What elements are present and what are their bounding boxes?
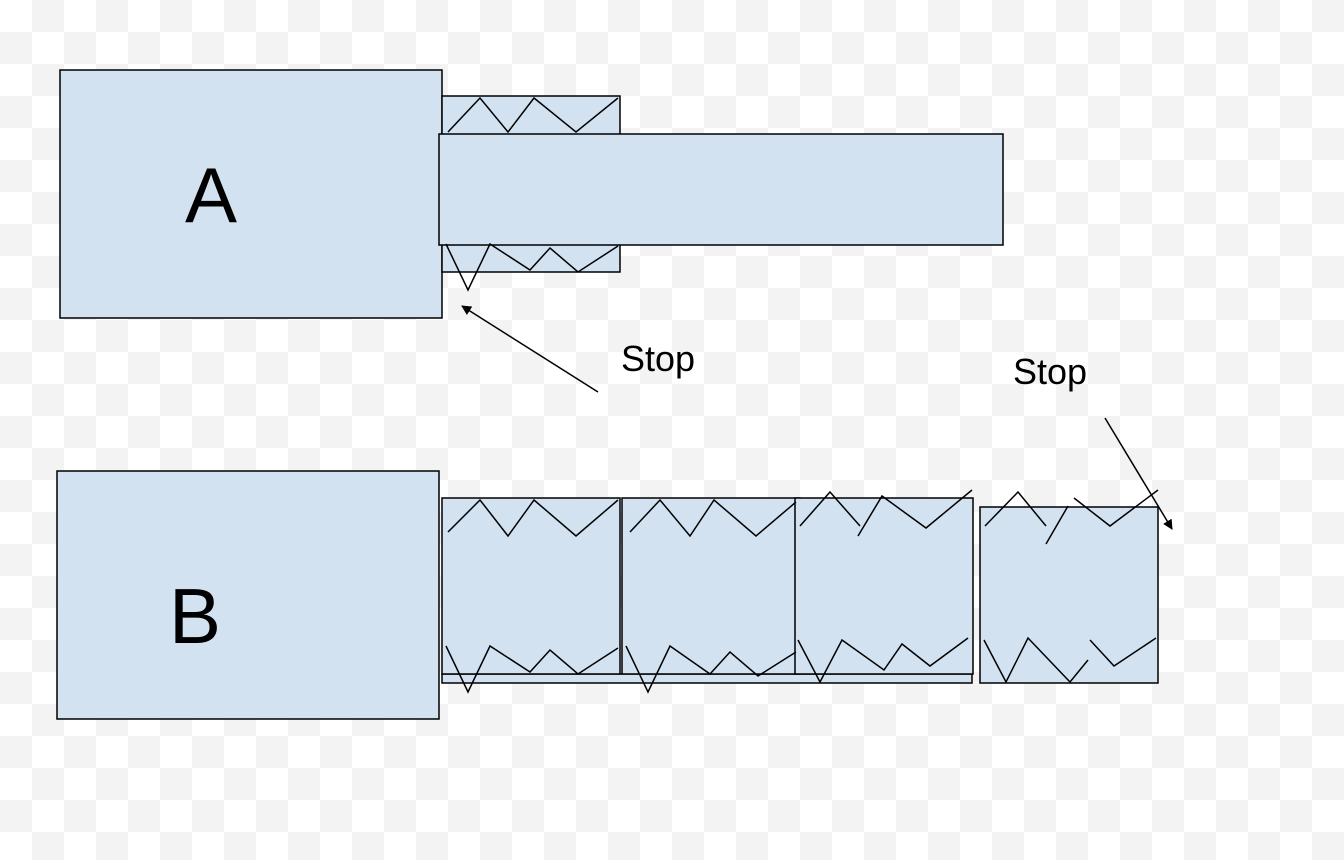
spring-top-b-3a — [799, 490, 861, 527]
stop-annotation-b: Stop — [1013, 351, 1173, 530]
spring-top-b-4b — [1045, 505, 1069, 545]
spring-top-b-4c — [1073, 489, 1159, 527]
spring-bottom-b-4b — [1089, 637, 1157, 667]
spring-top-b-2 — [629, 498, 797, 538]
stop-arrow-a — [461, 305, 599, 393]
segment-b-4 — [979, 506, 1159, 684]
segment-b-1 — [441, 497, 621, 675]
body-b — [56, 470, 440, 720]
spring-top-a — [447, 96, 619, 134]
spring-top-b-3b — [857, 489, 973, 537]
spring-top-b-4a — [984, 490, 1047, 527]
spring-bottom-b-4a — [983, 636, 1089, 684]
body-a — [59, 69, 443, 319]
rail-b — [441, 673, 973, 684]
spring-bottom-b-3 — [797, 637, 969, 684]
spring-bottom-b-2 — [625, 644, 797, 694]
stop-label-a: Stop — [621, 338, 695, 379]
diagram-b: B — [56, 470, 1159, 720]
label-a: A — [185, 151, 237, 239]
segment-b-2 — [621, 497, 801, 675]
segment-b-3 — [794, 497, 974, 675]
spring-bottom-b-1 — [445, 644, 619, 694]
diagram-a: A — [59, 69, 1004, 319]
stop-annotation-a: Stop — [461, 305, 695, 393]
spring-top-b-1 — [447, 498, 619, 538]
rod-a — [438, 133, 1004, 246]
stop-label-b: Stop — [1013, 351, 1087, 392]
spring-bottom-a — [445, 242, 619, 292]
stop-arrow-b — [1104, 417, 1173, 530]
label-b: B — [169, 572, 221, 660]
